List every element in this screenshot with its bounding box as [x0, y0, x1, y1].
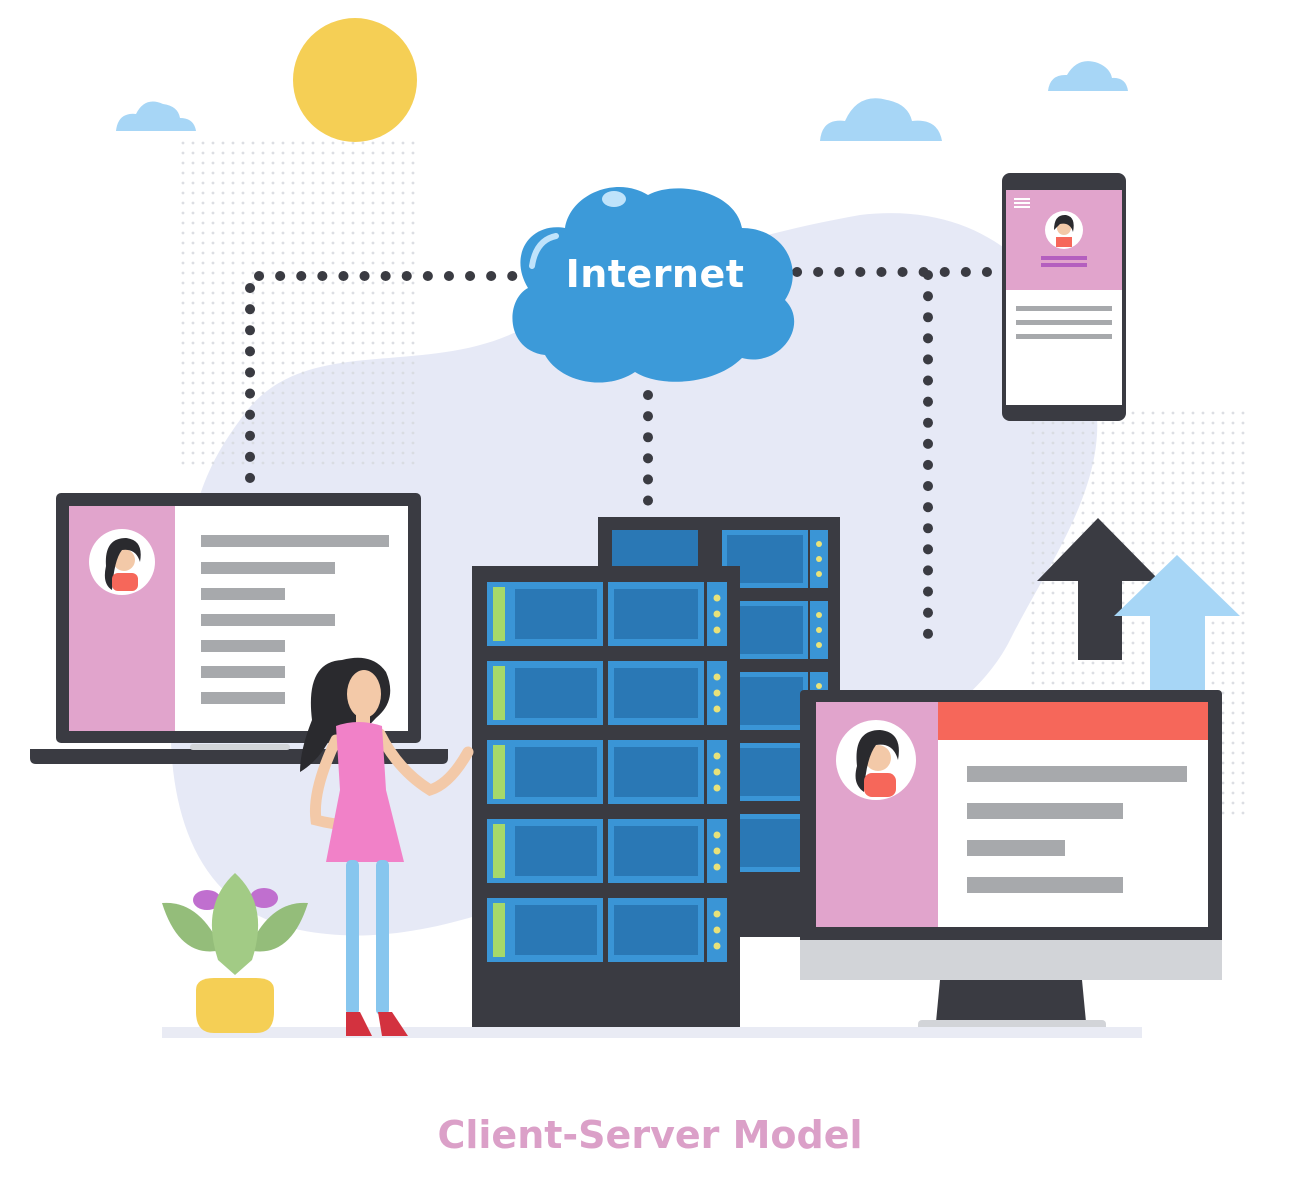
desktop-monitor-icon	[800, 690, 1222, 1032]
upload-arrow-icon	[1037, 518, 1240, 700]
sun-icon	[293, 18, 417, 142]
floor-line	[162, 1027, 1142, 1038]
connection-lines	[245, 267, 995, 645]
smartphone-icon	[1002, 173, 1126, 421]
diagram-caption: Client-Server Model	[437, 1113, 863, 1157]
laptop-icon	[30, 493, 448, 764]
internet-cloud-label: Internet	[565, 252, 745, 296]
server-rack-icon	[472, 566, 740, 1030]
avatar-icon	[89, 529, 155, 595]
woman-figure-icon	[300, 657, 474, 1036]
plant-icon	[162, 873, 308, 1033]
avatar-icon	[836, 720, 916, 800]
internet-cloud-icon	[512, 187, 795, 383]
dot-texture-left	[180, 135, 415, 465]
sky-cloud-icon	[116, 61, 1128, 141]
